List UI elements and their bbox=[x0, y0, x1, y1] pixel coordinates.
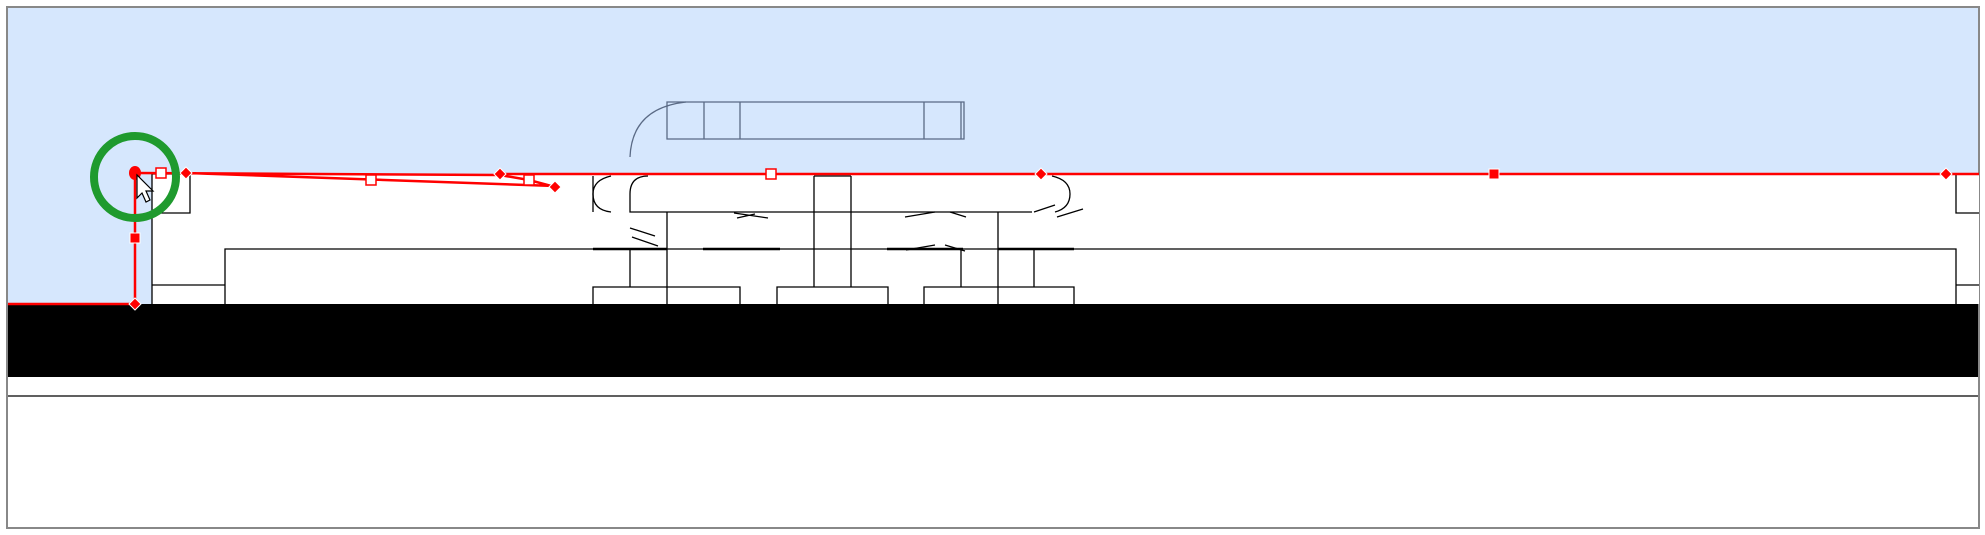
handle-diamond[interactable] bbox=[548, 180, 562, 194]
handle-diamond[interactable] bbox=[179, 166, 193, 180]
handle-square[interactable] bbox=[365, 174, 377, 186]
handle-diamond[interactable] bbox=[128, 297, 142, 311]
handle-square[interactable] bbox=[155, 167, 167, 179]
ground-band bbox=[8, 304, 1979, 377]
handle-diamond[interactable] bbox=[1034, 167, 1048, 181]
handle-square[interactable] bbox=[523, 174, 535, 186]
fixture-group[interactable] bbox=[592, 101, 1084, 305]
handle-diamond[interactable] bbox=[1939, 167, 1953, 181]
selection-handles[interactable] bbox=[128, 166, 1953, 311]
highlight-ring bbox=[90, 132, 180, 222]
handle-diamond[interactable] bbox=[493, 167, 507, 181]
cursor-arrow-icon bbox=[136, 173, 155, 203]
handle-square-filled[interactable] bbox=[1488, 168, 1500, 180]
building-interior bbox=[152, 174, 1979, 304]
handle-square[interactable] bbox=[765, 168, 777, 180]
handle-square-filled[interactable] bbox=[129, 232, 141, 244]
